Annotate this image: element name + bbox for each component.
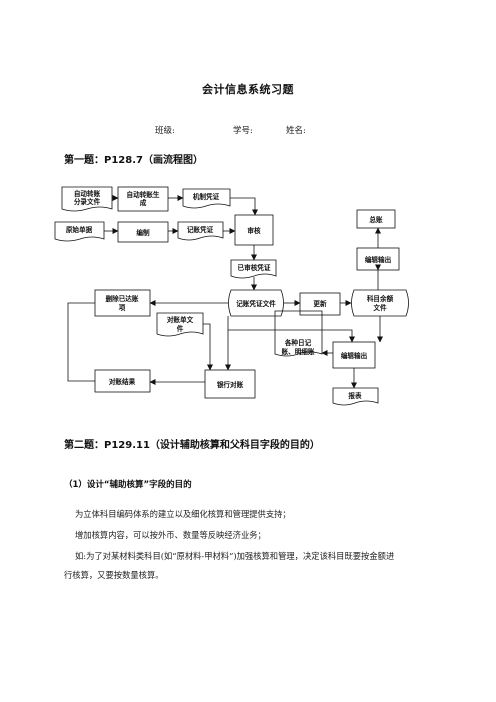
journals-label-2: 账、明细账 [282,347,315,356]
paragraph-3-line-2: 行核算，又要按数量核算。 [64,570,164,580]
balance-file-label-1: 科目余额 [367,294,394,303]
recon-file-label-2: 件 [177,324,184,333]
sub-heading-1: （1）设计“辅助核算”字段的目的 [64,480,192,490]
student-id-label: 学号: [233,126,253,136]
report-shape [332,387,379,406]
recon-file-shape [156,312,204,337]
paragraph-1: 为立体科目编码体系的建立以及细化核算和管理提供支持； [75,509,291,519]
machine-voucher-shape [182,188,231,209]
journals-shape [274,310,323,357]
auto-gen-label-2: 成 [140,198,147,207]
delete-reconciled-label-1: 删除已达账 [106,294,139,303]
source-doc-label: 原始单据 [66,225,93,234]
question-2-heading: 第二题：P129.11（设计辅助核算和父科目字段的目的） [64,440,320,451]
gl-label: 总账 [369,215,383,224]
class-label: 班级: [155,126,175,136]
audited-voucher-label: 已审核凭证 [238,263,271,272]
page-title: 会计信息系统习题 [202,83,294,96]
recon-file-label-1: 对账单文 [167,315,194,324]
auto-gen-label-1: 自动转账生 [127,190,160,199]
machine-voucher-label: 机制凭证 [193,192,220,201]
balance-file-shape [351,289,409,317]
update-label: 更新 [313,299,327,308]
voucher-file-label: 记账凭证文件 [236,299,276,308]
edit-output-bottom-label: 编辑输出 [341,351,368,360]
audit-label: 审核 [247,226,261,235]
recon-result-label: 对账结果 [109,377,136,386]
auto-entry-file-label-2: 分录文件 [74,197,101,206]
compile-label: 编制 [136,228,150,237]
auto-entry-file-label-1: 自动转账 [74,189,101,198]
balance-file-label-2: 文件 [373,303,387,312]
audited-voucher-shape [230,259,277,279]
report-label: 报表 [348,391,362,400]
edit-output-top-label: 编辑输出 [365,255,392,264]
student-name-label: 姓名: [286,126,306,136]
source-doc-shape [54,221,105,242]
acct-voucher-label: 记账凭证 [187,225,214,234]
delete-reconciled-label-2: 项 [119,303,126,312]
paragraph-3-line-1: 如:为了对某材料类科目(如“原材料-甲材料”)加强核算和管理，决定该科目既要按金… [75,551,395,561]
delete-reconciled-box [94,289,151,317]
journals-label-1: 各种日记 [284,338,312,347]
question-1-heading: 第一题：P128.7（画流程图） [64,155,203,166]
acct-voucher-shape [177,221,224,241]
paragraph-2: 增加核算内容，可以按外币、数量等反映经济业务； [75,530,266,540]
voucher-file-shape [228,289,284,317]
auto-entry-file-shape [61,186,113,212]
bank-recon-label: 银行对账 [217,380,244,389]
